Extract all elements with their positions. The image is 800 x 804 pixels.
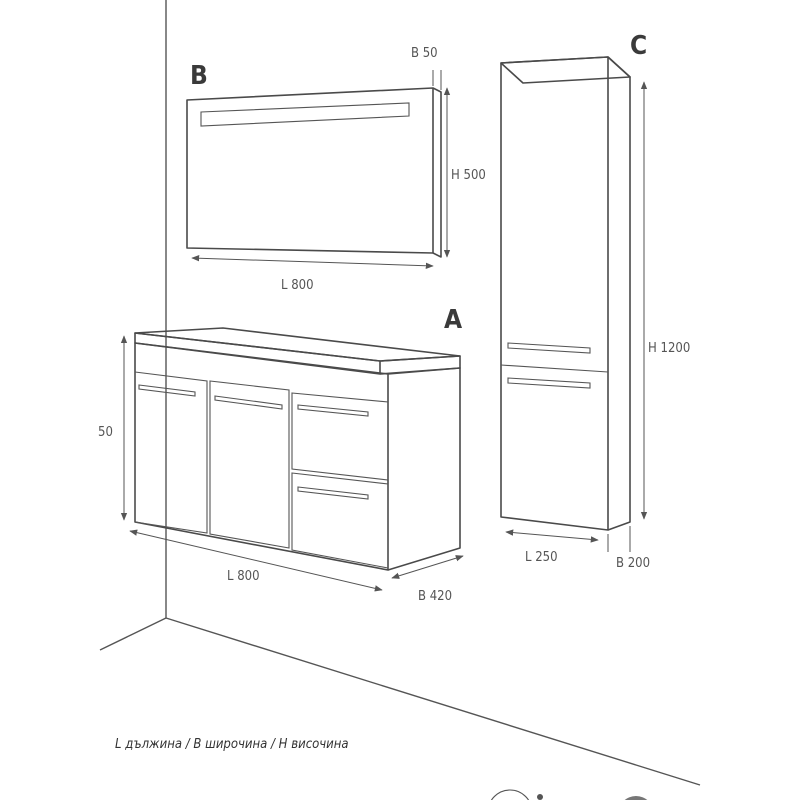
tall-cabinet-length-label: L 250 bbox=[525, 550, 558, 565]
mirror-front bbox=[186, 87, 434, 254]
mirror-letter: B bbox=[190, 61, 208, 91]
room-lines bbox=[99, 0, 701, 786]
vanity-door-middle bbox=[209, 380, 290, 549]
vanity-a: A 50 L 800 B 420 bbox=[98, 305, 464, 604]
tall-cabinet-depth-label: B 200 bbox=[616, 556, 650, 571]
mirror-height-label: H 500 bbox=[451, 168, 486, 183]
bottom-decoration bbox=[488, 789, 651, 804]
vanity-drawer-bottom bbox=[291, 472, 389, 569]
tall-cabinet-letter: C bbox=[630, 31, 647, 61]
floor-right-line bbox=[165, 617, 701, 786]
vanity-depth-dimension bbox=[391, 555, 464, 579]
vanity-depth-label: B 420 bbox=[418, 589, 452, 604]
vanity-length-label: L 800 bbox=[227, 569, 260, 584]
vanity-door-left bbox=[134, 371, 208, 534]
mirror-depth-label: B 50 bbox=[411, 46, 438, 61]
vanity-length-dimension bbox=[129, 529, 383, 592]
tall-cabinet-c: C H 1200 L 250 B 200 bbox=[500, 31, 690, 571]
tall-cabinet-side bbox=[607, 56, 631, 531]
tall-cabinet-door-split bbox=[500, 364, 609, 373]
bottom-circle-outline bbox=[488, 789, 532, 804]
vanity-handle-middle bbox=[214, 395, 283, 410]
bottom-circle-filled bbox=[621, 796, 651, 804]
mirror-light-bar bbox=[200, 102, 410, 127]
vanity-handle-drawer-top bbox=[297, 404, 369, 417]
tall-cabinet-length-dimension bbox=[505, 529, 599, 543]
tall-cabinet-handle-lower bbox=[507, 377, 591, 389]
vanity-drawer-top bbox=[291, 392, 389, 481]
tall-cabinet-height-label: H 1200 bbox=[648, 341, 690, 356]
vanity-countertop bbox=[134, 327, 461, 362]
dimension-legend: L дължина / B широчина / H височина bbox=[115, 737, 349, 752]
tall-cabinet-front bbox=[500, 56, 609, 531]
bottom-dot bbox=[537, 794, 543, 800]
vanity-height-label: 50 bbox=[98, 425, 113, 440]
tall-cabinet-top bbox=[500, 56, 631, 84]
vanity-handle-drawer-bottom bbox=[297, 486, 369, 500]
mirror-side bbox=[432, 87, 442, 258]
mirror-length-label: L 800 bbox=[281, 278, 314, 293]
vanity-letter: A bbox=[444, 305, 462, 335]
floor-left-line bbox=[99, 617, 167, 651]
mirror-length-dimension bbox=[191, 255, 434, 269]
vanity-side bbox=[387, 367, 461, 571]
tall-cabinet-handle-upper bbox=[507, 342, 591, 354]
vanity-handle-left bbox=[138, 384, 196, 397]
mirror-b: B B 50 H 500 L 800 bbox=[186, 46, 486, 293]
